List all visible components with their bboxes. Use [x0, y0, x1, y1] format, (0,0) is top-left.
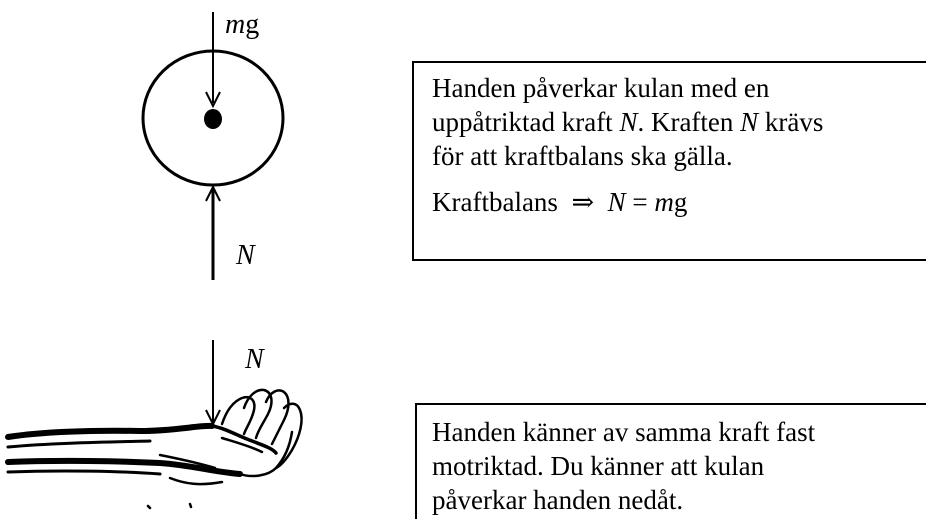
box-bottom-line-3: påverkar handen nedåt.: [432, 485, 684, 515]
weight-label-g: g: [245, 9, 260, 40]
box-bottom-line-1: Handen känner av samma kraft fast: [432, 417, 816, 447]
weight-label-m: m: [225, 9, 246, 40]
explanation-box-bottom: Handen känner av samma kraft fast motrik…: [415, 403, 926, 519]
normal-arrow-head: [205, 184, 221, 202]
box-top-line-3: för att kraftbalans ska gälla.: [432, 141, 733, 171]
ball-center-dot: [204, 109, 222, 129]
weight-label: mg: [225, 11, 259, 39]
force-balance-equation: Kraftbalans ⇒ N = mg: [432, 187, 688, 217]
box-top-line-2: uppåtriktad kraft N. Kraften N krävs: [432, 107, 824, 137]
box-top-line-1: Handen påverkar kulan med en: [432, 73, 770, 103]
normal-force-label: N: [236, 240, 255, 271]
hand-drawing: [5, 388, 303, 510]
hand-force-label: N: [245, 344, 264, 375]
box-bottom-line-2: motriktad. Du känner att kulan: [432, 451, 765, 481]
explanation-box-top: Handen påverkar kulan med en uppåtriktad…: [412, 61, 926, 261]
weight-arrow-head: [205, 91, 221, 109]
